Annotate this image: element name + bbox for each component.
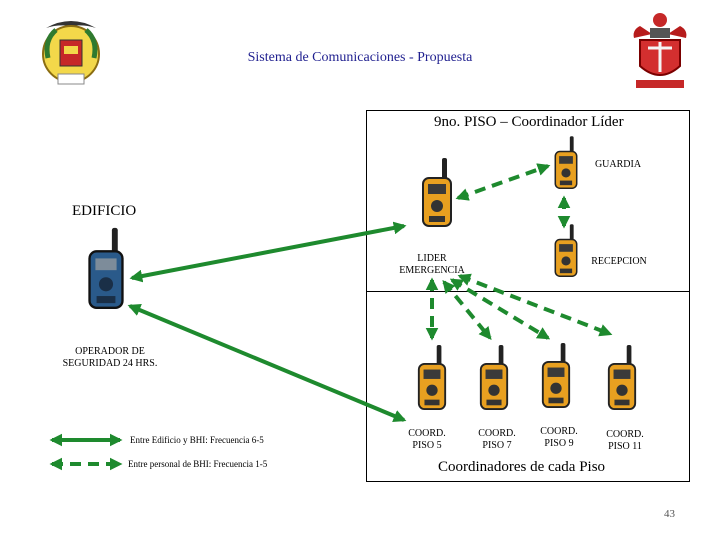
label-coord9: COORD. PISO 9 [540,426,578,449]
dashed-link-lider-coord11 [457,273,613,337]
radio-coord11-icon [607,345,637,410]
solid-link-edificio-coord5 [127,304,407,422]
label-edificio: EDIFICIO [72,203,137,219]
label-coord11: COORD. PISO 11 [606,429,644,452]
dashed-link-lider-guardia [455,163,551,201]
legend-dashed-label: Entre personal de BHI: Frecuencia 1-5 [128,459,268,469]
radio-lider-icon [422,158,452,227]
slide-title: Sistema de Comunicaciones - Propuesta [247,50,473,65]
label-guardia: GUARDIA [594,159,642,170]
dashed-link-lider-coord9 [449,278,551,340]
radio-guardia-icon [554,136,578,189]
label-lider: LIDER EMERGENCIA [399,253,465,276]
building-floor-box [366,110,690,482]
label-recepcion: RECEPCION [591,256,647,267]
floor-heading: 9no. PISO – Coordinador Líder [434,114,624,130]
left-emblem-icon [42,21,100,85]
coordinators-caption: Coordinadores de cada Piso [438,459,606,475]
radio-coord5-icon [417,345,447,410]
label-operador: OPERADOR DE SEGURIDAD 24 HRS. [62,346,158,369]
label-coord7: COORD. PISO 7 [478,428,516,451]
label-coord5: COORD. PISO 5 [408,428,446,451]
radio-operador-icon [88,227,124,309]
radio-recepcion-icon [554,224,578,277]
solid-link-edificio-lider [129,221,407,283]
right-emblem-icon [633,13,687,88]
legend-solid-label: Entre Edificio y BHI: Frecuencia 6-5 [130,435,264,445]
radio-coord7-icon [479,345,509,410]
radio-coord9-icon [541,343,571,408]
page-number: 43 [664,508,675,520]
